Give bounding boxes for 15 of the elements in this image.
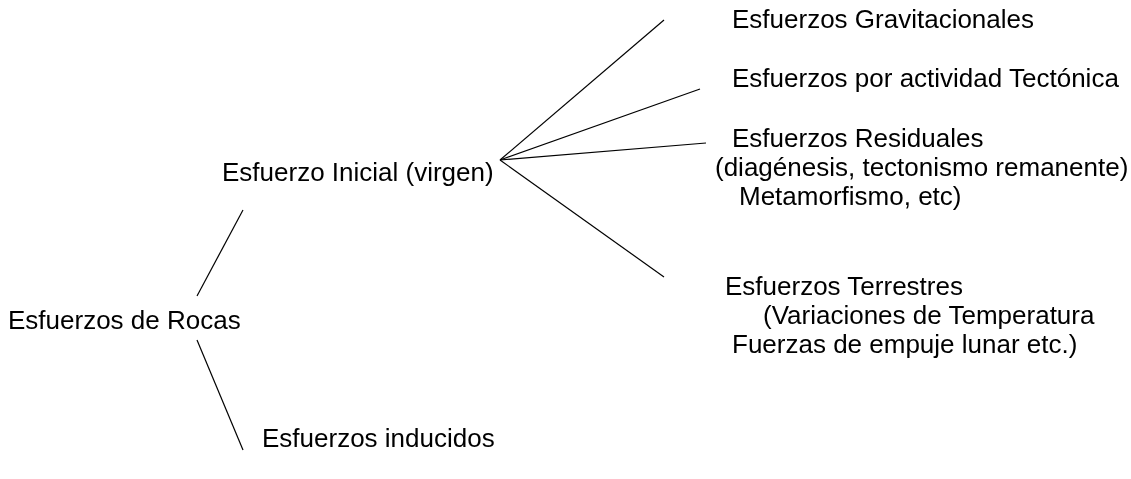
connector-line: [499, 142, 707, 161]
node-label: Esfuerzos inducidos: [261, 424, 496, 453]
node-label: Esfuerzos Terrestres: [724, 272, 964, 301]
connector-line: [499, 159, 665, 278]
connector-line: [196, 209, 244, 297]
node-label: (diagénesis, tectonismo remanente) Metamorfismo, etc): [714, 153, 1130, 211]
node-label: Esfuerzos Residuales: [731, 124, 985, 153]
node-label: (Variaciones de Temperatura Fuerzas de empuje lunar etc.): [731, 301, 1096, 359]
node-label: Esfuerzos de Rocas: [8, 305, 242, 335]
connector-line: [499, 19, 665, 161]
node-label: Esfuerzos por actividad Tectónica: [731, 63, 1120, 93]
connector-line: [499, 88, 701, 161]
node-label: Esfuerzo Inicial (virgen): [222, 158, 495, 187]
node-label: Esfuerzos Gravitacionales: [731, 5, 1036, 34]
connector-line: [196, 339, 244, 451]
